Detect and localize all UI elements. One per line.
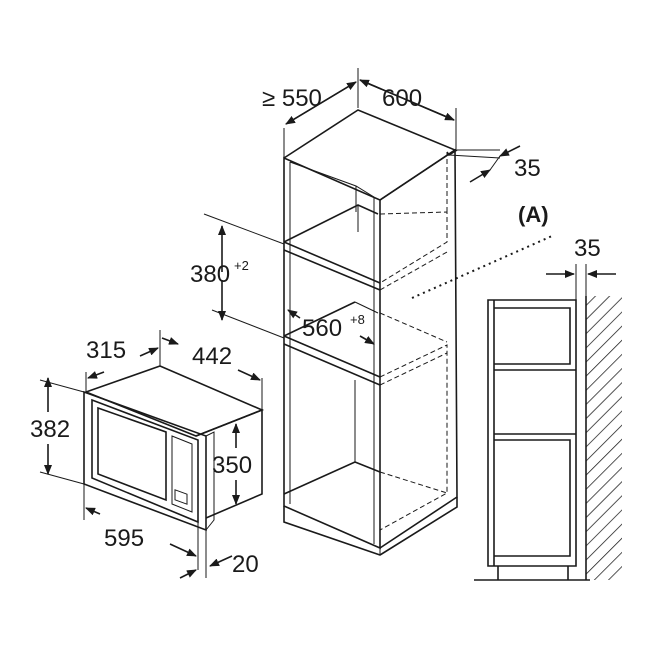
cabinet-width-text: 600 — [382, 85, 422, 112]
dimension-cabinet-width: 600 — [359, 79, 457, 150]
dimension-niche-height: 380 +2 — [190, 213, 285, 339]
side-gap-text: 35 — [574, 235, 601, 262]
dimension-oven-height: 382 — [30, 377, 85, 485]
tall-cabinet — [283, 109, 458, 556]
side-view: (A) 35 — [474, 202, 622, 581]
dimension-oven-width: 595 — [83, 484, 199, 570]
cabinet-depth-text: ≥ 550 — [262, 85, 322, 112]
dimension-oven-width-top: 442 — [161, 337, 263, 410]
frame-depth-text: 20 — [232, 551, 259, 578]
niche-height-tolerance: +2 — [234, 258, 249, 273]
dimension-oven-depth: 315 — [85, 330, 161, 392]
ventilation-line — [411, 235, 553, 299]
dimension-niche-width: 560 +8 — [287, 309, 375, 345]
dimension-cabinet-depth: ≥ 550 — [262, 68, 359, 158]
dimension-frame-depth: 20 — [179, 530, 259, 579]
rear-gap-text: 35 — [514, 155, 541, 182]
oven-depth-text: 315 — [86, 337, 126, 364]
ventilation-label: (A) — [518, 202, 549, 227]
dimension-rear-gap: 35 — [448, 145, 541, 183]
niche-width-tolerance: +8 — [350, 312, 365, 327]
dimension-oven-inner-height: 350 — [212, 423, 252, 505]
oven-width-top-text: 442 — [192, 343, 232, 370]
oven-inner-height-text: 350 — [212, 452, 252, 479]
niche-height-text: 380 — [190, 261, 230, 288]
oven-width-text: 595 — [104, 525, 144, 552]
niche-width-text: 560 — [302, 315, 342, 342]
wall-hatch — [586, 296, 622, 580]
oven-height-text: 382 — [30, 416, 70, 443]
